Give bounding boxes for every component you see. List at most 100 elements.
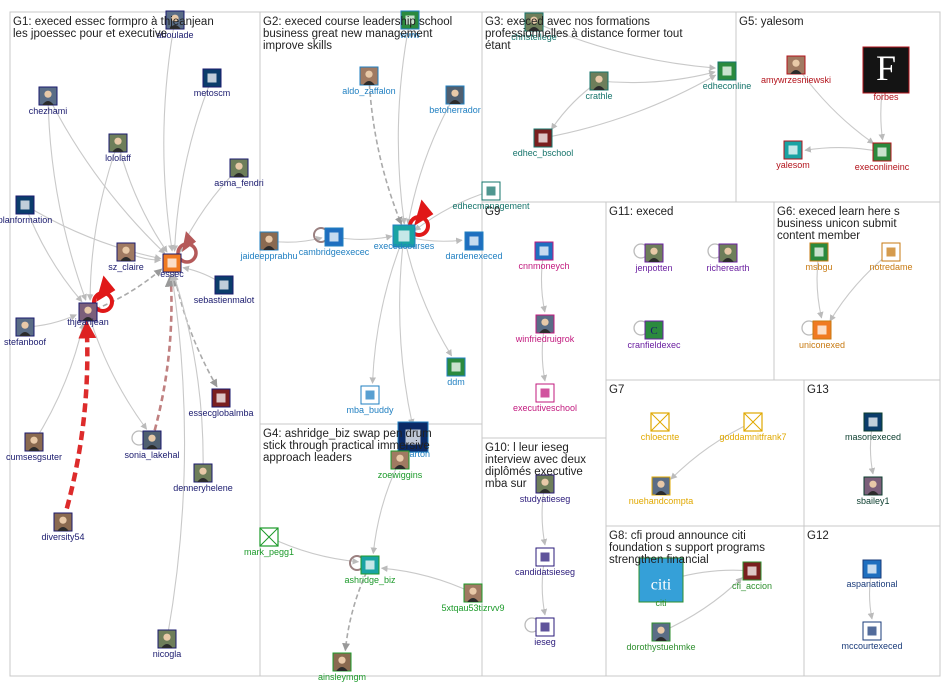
node-edheconline[interactable]: edheconline — [703, 61, 752, 91]
node-label-amywrzesniewski: amywrzesniewski — [761, 75, 831, 85]
node-chloecnte[interactable]: chloecnte — [641, 412, 680, 442]
avatar-face — [724, 247, 732, 255]
logo-mark — [469, 236, 479, 246]
node-label-execedcourses: execedcourses — [374, 241, 435, 251]
node-candidatsieseg[interactable]: candidatsieseg — [515, 547, 575, 577]
node-dennerhelene[interactable]: denneryhelene — [173, 463, 233, 493]
node-label-dorothystuehmke: dorothystuehmke — [626, 642, 695, 652]
node-ieseg[interactable]: ieseg — [534, 617, 556, 647]
node-aboulade[interactable]: aboulade — [156, 10, 194, 40]
node-msbgu[interactable]: msbgu — [805, 242, 833, 272]
avatar-face — [114, 137, 122, 145]
node-label-cfi_accion: cfi_accion — [732, 581, 772, 591]
node-label-executiveschool: executiveschool — [513, 403, 577, 413]
node-edhec_bschool[interactable]: edhec_bschool — [513, 128, 574, 158]
avatar-body — [112, 147, 124, 152]
node-metoscm[interactable]: metoscm — [194, 68, 231, 98]
node-nicogla[interactable]: nicogla — [153, 629, 182, 659]
node-label-dennerhelene: denneryhelene — [173, 483, 233, 493]
logo-mark — [540, 552, 550, 562]
avatar-body — [449, 99, 461, 104]
logo-mark — [405, 15, 415, 25]
edge-amywrzesniewski-execonlineinc — [795, 64, 875, 144]
node-mark_pegg1[interactable]: mark_pegg1 — [244, 527, 294, 557]
node-studyatieseg[interactable]: studyatieseg — [520, 474, 571, 504]
node-yalesom[interactable]: yalesom — [776, 140, 810, 170]
node-sebastienmalot[interactable]: sebastienmalot — [194, 275, 255, 305]
logo-mark — [207, 73, 217, 83]
node-cfi_accion[interactable]: cfi_accion — [732, 561, 772, 591]
node-diversity54[interactable]: diversity54 — [41, 512, 85, 542]
node-wharton[interactable]: Wharton — [396, 421, 430, 459]
node-execedcourses[interactable]: execedcourses — [374, 224, 435, 251]
node-execonlineinc[interactable]: execonlineinc — [855, 142, 910, 172]
node-mccourtexeced[interactable]: mccourtexeced — [841, 621, 903, 651]
node-aspanational[interactable]: aspanational — [846, 559, 898, 589]
avatar-face — [235, 162, 243, 170]
node-5xtqau53tizrvv9[interactable]: 5xtqau53tizrvv9 — [441, 583, 505, 613]
node-ddm[interactable]: ddm — [446, 357, 466, 387]
node-nuehandcompta[interactable]: nuehandcompta — [629, 476, 694, 506]
node-label-cranfieldexec: cranfieldexec — [627, 340, 681, 350]
node-label-forbes: forbes — [873, 92, 899, 102]
node-label-metoscm: metoscm — [194, 88, 231, 98]
node-www[interactable]: www — [399, 10, 420, 40]
node-essec[interactable]: essec — [160, 253, 184, 279]
node-amywrzesniewski[interactable]: amywrzesniewski — [761, 55, 831, 85]
node-ashridge_biz[interactable]: ashridge_biz — [344, 555, 396, 585]
edge-dennerhelene-essec — [172, 274, 204, 474]
node-edhecmanagement[interactable]: edhecmanagement — [452, 181, 530, 211]
edge-execedcourses-ddm — [403, 235, 453, 357]
logo-mark — [817, 325, 827, 335]
logo-mark — [398, 230, 410, 242]
node-uniconexed[interactable]: uniconexed — [799, 320, 845, 350]
node-dardenexeced[interactable]: dardenexeced — [445, 231, 503, 261]
avatar-face — [451, 89, 459, 97]
node-dorothystuehmke[interactable]: dorothystuehmke — [626, 622, 696, 652]
node-richerearth[interactable]: richerearth — [706, 243, 750, 273]
node-betoherrador[interactable]: betoherrador — [429, 85, 481, 115]
node-esseccglobalmba[interactable]: essecglobalmba — [188, 388, 254, 418]
node-notredame[interactable]: notredame — [869, 242, 913, 272]
node-thjeanjean[interactable]: thjeanjean — [67, 302, 109, 327]
node-label-mba_buddy: mba_buddy — [346, 405, 394, 415]
node-label-mccourtexeced: mccourtexeced — [841, 641, 902, 651]
node-label-edheconline: edheconline — [703, 81, 752, 91]
avatar-body — [363, 80, 375, 85]
node-chezhami[interactable]: chezhami — [29, 86, 68, 116]
node-cumsesgsuter[interactable]: cumsesgsuter — [6, 432, 62, 462]
node-masonexeced[interactable]: masonexeced — [845, 412, 901, 442]
avatar-body — [336, 666, 348, 671]
node-cnnmoneych[interactable]: cnnmoneych — [518, 241, 570, 271]
node-jenpotten[interactable]: jenpotten — [634, 243, 673, 273]
node-jaideepprabhu[interactable]: jaideepprabhu — [239, 231, 298, 261]
node-cambridgeexecec[interactable]: cambridgeexecec — [299, 227, 370, 257]
node-aldo_zaffalon[interactable]: aldo_zaffalon — [342, 66, 396, 96]
node-executiveschool[interactable]: executiveschool — [513, 383, 577, 413]
node-ainsleymgm[interactable]: ainsleymgm — [318, 652, 366, 682]
node-planformation[interactable]: planformation — [0, 195, 52, 225]
node-zoewiggins[interactable]: zoewiggins — [378, 450, 423, 480]
logo-mark — [365, 390, 375, 400]
node-label-cumsesgsuter: cumsesgsuter — [6, 452, 62, 462]
node-goddamnitfrank7[interactable]: goddamnitfrank7 — [719, 412, 787, 442]
edge-lololaff-thjeanjean — [86, 142, 119, 301]
node-sonia_lakehal[interactable]: sonia_lakehal — [124, 430, 180, 460]
node-label-asma_fendri: asma_fendri — [214, 178, 264, 188]
node-winfriedruigrok[interactable]: winfriedruigrok — [515, 314, 575, 344]
node-sz_claire[interactable]: sz_claire — [108, 242, 144, 272]
avatar-body — [263, 245, 275, 250]
node-label-wharton: Wharton — [396, 449, 430, 459]
node-lololaff[interactable]: lololaff — [105, 133, 131, 163]
node-asma_fendri[interactable]: asma_fendri — [214, 158, 264, 188]
node-stefanboof[interactable]: stefanboof — [4, 317, 47, 347]
node-christellege[interactable]: christellege — [511, 12, 557, 42]
node-sbailey1[interactable]: sbailey1 — [856, 476, 890, 506]
logo-mark — [788, 145, 798, 155]
node-crathle[interactable]: crathle — [585, 71, 613, 101]
node-mba_buddy[interactable]: mba_buddy — [346, 385, 394, 415]
avatar-face — [148, 434, 156, 442]
